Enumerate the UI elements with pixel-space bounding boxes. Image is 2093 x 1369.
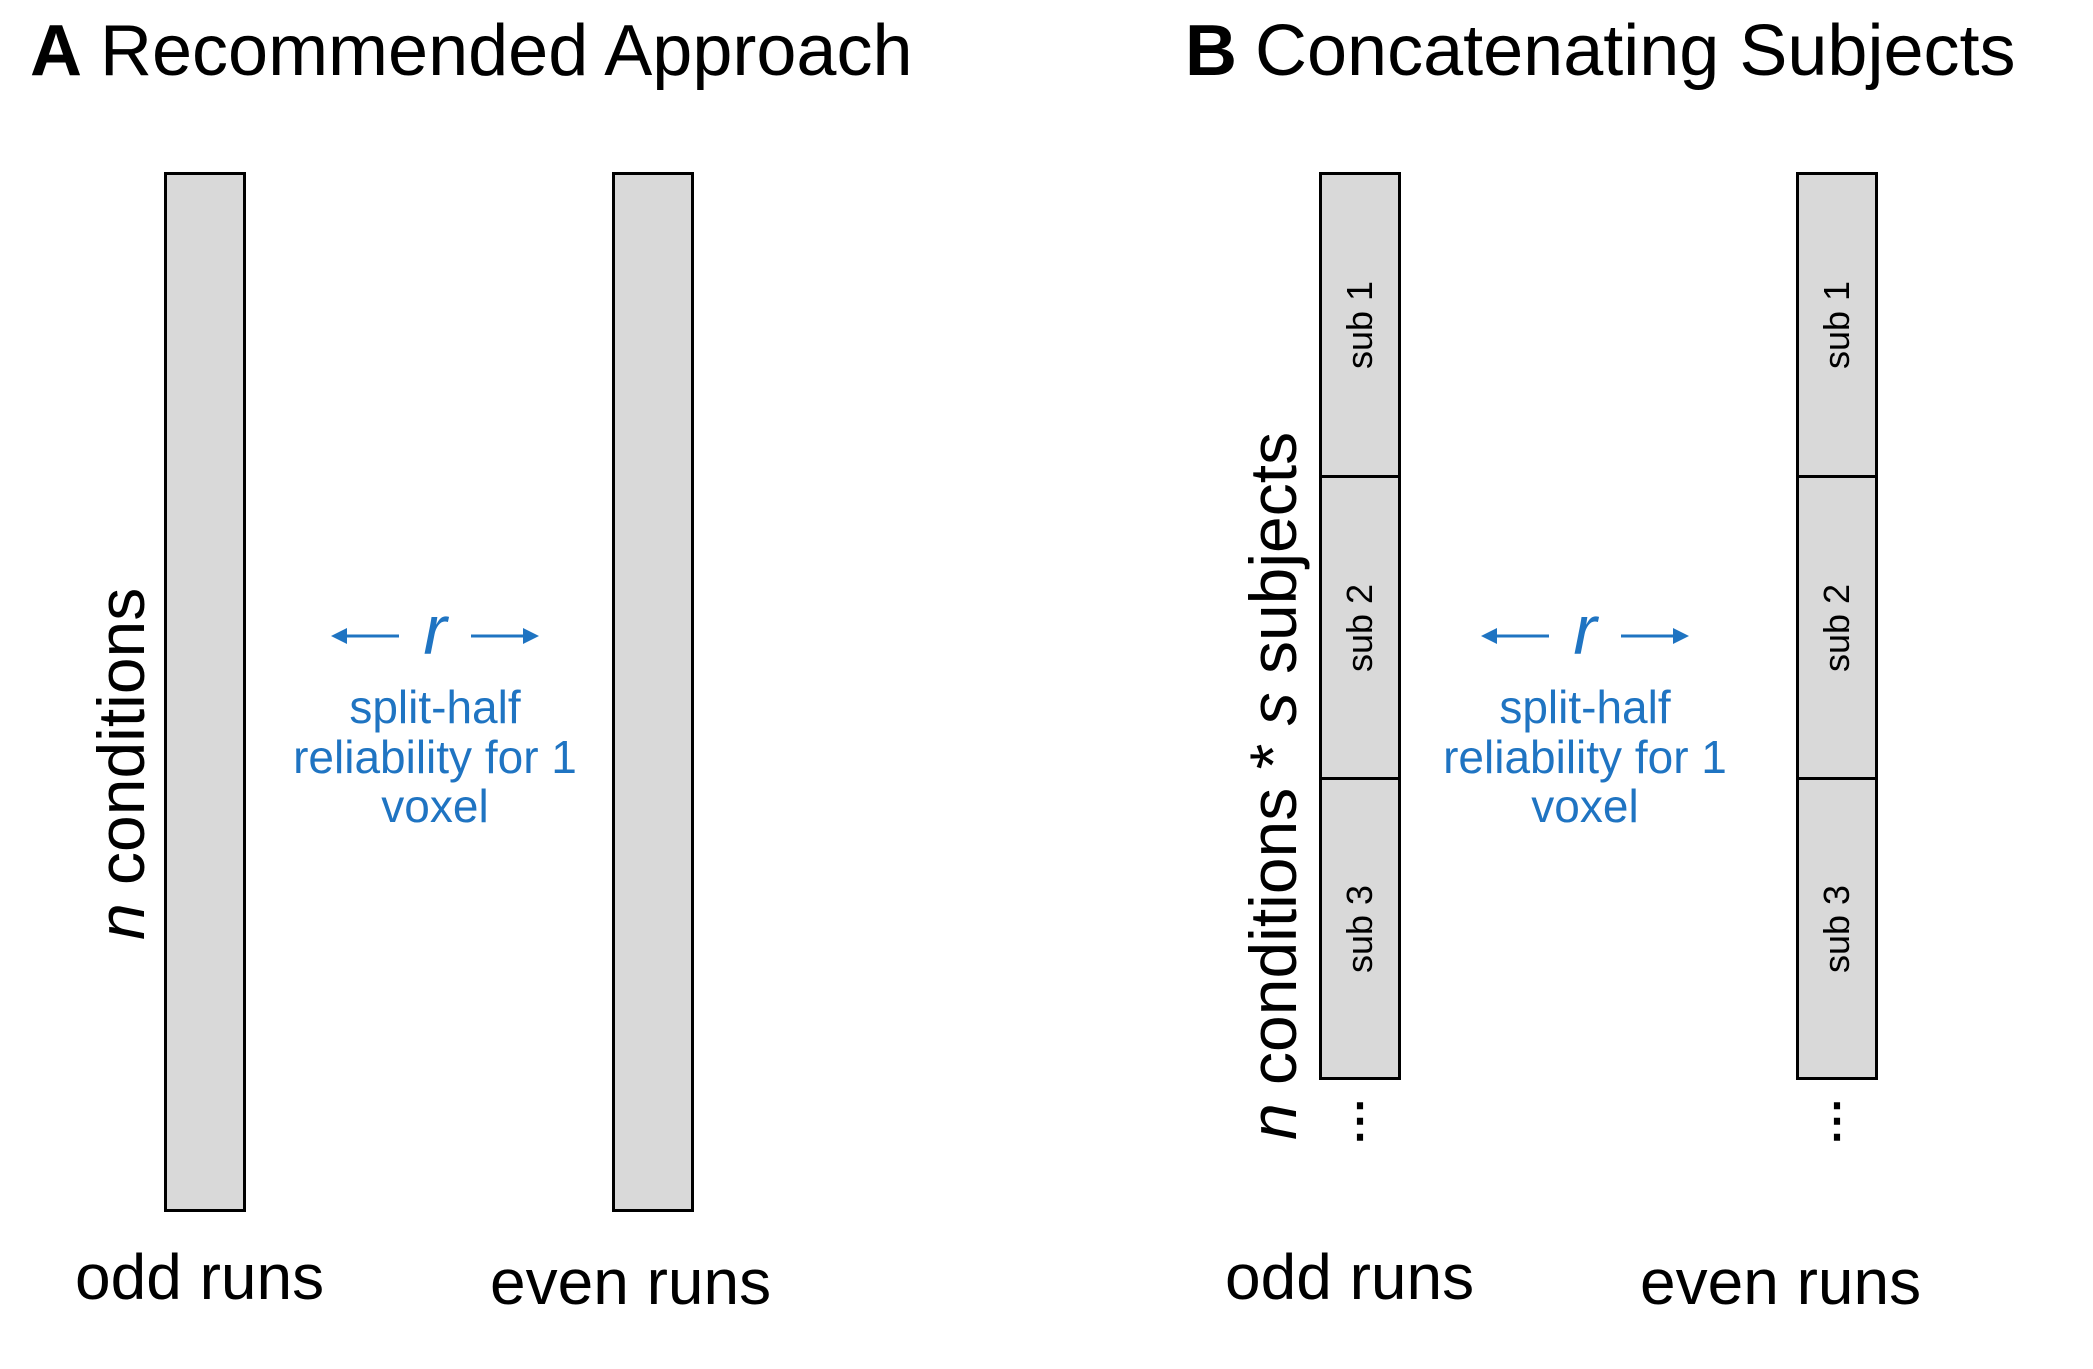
panel-b-even-ellipsis: ⋮ [1814,1094,1860,1146]
panel-b-odd-segment: sub 1 [1322,175,1398,478]
segment-label: sub 1 [1816,280,1857,370]
panel-b-title-text: Concatenating Subjects [1255,11,2016,91]
panel-b-even-bar: sub 1 sub 2 sub 3 [1796,172,1878,1080]
panel-b-odd-segment: sub 2 [1322,478,1398,780]
panel-b-reliability-line-2: reliability for 1 [1443,730,1727,783]
panel-b-odd-bar: sub 1 sub 2 sub 3 [1319,172,1401,1080]
panel-b-r-symbol: r [1573,591,1597,669]
panel-b-odd-label: odd runs [1225,1241,1475,1313]
panel-a-axis-italic: n [84,903,158,940]
panel-b-letter: B [1185,11,1237,91]
panel-a-even-label: even runs [490,1246,772,1318]
segment-label: sub 3 [1816,884,1857,973]
panel-a-reliability-line-1: split-half [349,681,521,733]
panel-a-even-bar [612,172,694,1212]
panel-b-r-row: r [1420,595,1750,665]
panel-a-title-text: Recommended Approach [100,11,913,91]
panel-a-r-symbol: r [423,591,447,669]
panel-a-reliability-line-3: voxel [381,780,489,833]
panel-a-odd-bar [164,172,246,1212]
segment-label: sub 2 [1816,583,1857,672]
panel-b-axis-label: n conditions * s subjects [1236,432,1310,1140]
panel-a-axis-rest: conditions [84,587,158,904]
right-arrow-icon [1620,627,1689,644]
panel-b-reliability: r split-half reliability for 1 voxel [1420,595,1750,832]
panel-a-axis-label: n conditions [84,588,158,940]
panel-a-reliability: r split-half reliability for 1 voxel [270,595,600,832]
panel-b-axis-italic-n: n [1236,1103,1310,1140]
panel-b-even-segment: sub 1 [1799,175,1875,478]
left-arrow-icon [1481,627,1550,644]
panel-b-even-segment: sub 2 [1799,478,1875,780]
panel-b-even-segment: sub 3 [1799,780,1875,1077]
segment-label: sub 3 [1339,884,1380,973]
panel-b-axis-italic-s: s [1236,692,1310,726]
panel-a-reliability-line-2: reliability for 1 [293,730,577,783]
panel-b-reliability-line-3: voxel [1531,780,1639,833]
segment-label: sub 2 [1339,583,1380,672]
panel-a-letter: A [30,11,82,91]
panel-b-even-label: even runs [1640,1246,1922,1318]
right-arrow-icon [470,627,539,644]
panel-b-reliability-line-1: split-half [1499,681,1671,733]
panel-b-odd-segment: sub 3 [1322,780,1398,1077]
panel-b-odd-ellipsis: ⋮ [1337,1094,1383,1146]
panel-b-axis-end: subjects [1236,431,1310,693]
panel-a-odd-label: odd runs [75,1241,325,1313]
panel-b-axis-middle: conditions * [1236,725,1310,1104]
panel-a-r-row: r [270,595,600,665]
segment-label: sub 1 [1339,280,1380,370]
left-arrow-icon [331,627,400,644]
